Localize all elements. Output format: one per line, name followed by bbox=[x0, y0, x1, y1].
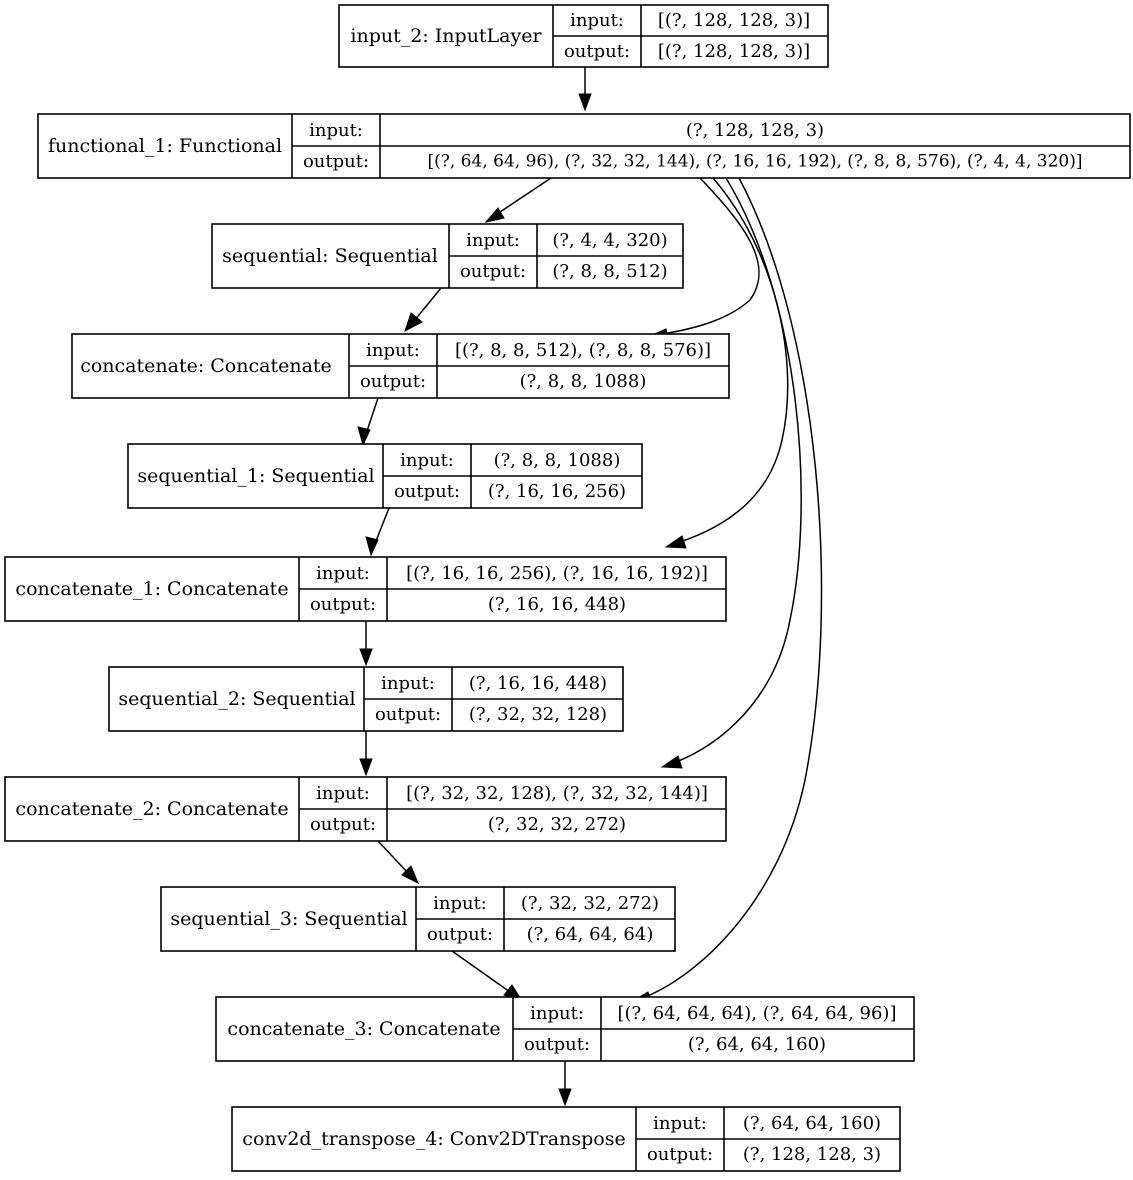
node-input-key: input: bbox=[381, 673, 435, 694]
node-input-shape: (?, 16, 16, 448) bbox=[469, 673, 607, 694]
node-output-key: output: bbox=[310, 814, 376, 835]
node-input-shape: [(?, 32, 32, 128), (?, 32, 32, 144)] bbox=[406, 783, 708, 804]
edge-concatenate_2-sequential_3 bbox=[377, 840, 419, 885]
node-output-key: output: bbox=[375, 704, 441, 725]
edge-functional_1-sequential bbox=[484, 177, 552, 223]
node-label: concatenate: Concatenate bbox=[80, 355, 332, 377]
node-input-key: input: bbox=[366, 340, 420, 361]
node-input-shape: (?, 128, 128, 3) bbox=[686, 120, 824, 141]
node-output-key: output: bbox=[564, 41, 630, 62]
node-label: sequential: Sequential bbox=[222, 245, 438, 267]
node-output-shape: (?, 64, 64, 64) bbox=[527, 924, 654, 945]
node-input-key: input: bbox=[309, 120, 363, 141]
node-input-shape: [(?, 64, 64, 64), (?, 64, 64, 96)] bbox=[618, 1003, 897, 1024]
node-output-shape: (?, 64, 64, 160) bbox=[688, 1034, 826, 1055]
node-input-shape: (?, 4, 4, 320) bbox=[552, 230, 667, 251]
node-output-shape: (?, 16, 16, 448) bbox=[488, 594, 626, 615]
node-input-shape: (?, 8, 8, 1088) bbox=[494, 450, 621, 471]
node-input-key: input: bbox=[570, 10, 624, 31]
node-output-shape: (?, 32, 32, 272) bbox=[488, 814, 626, 835]
node-label: input_2: InputLayer bbox=[350, 25, 542, 47]
node-label: functional_1: Functional bbox=[48, 135, 282, 157]
node-concatenate_3[interactable]: concatenate_3: Concatenate input: output… bbox=[215, 996, 915, 1062]
node-input-key: input: bbox=[466, 230, 520, 251]
node-input-shape: (?, 64, 64, 160) bbox=[743, 1113, 881, 1134]
node-label: concatenate_1: Concatenate bbox=[15, 578, 288, 600]
node-conv2d_transpose_4[interactable]: conv2d_transpose_4: Conv2DTranspose inpu… bbox=[231, 1106, 901, 1172]
node-input-shape: [(?, 128, 128, 3)] bbox=[658, 10, 810, 31]
edge-functional_1-concatenate_2 bbox=[660, 177, 802, 769]
node-functional_1[interactable]: functional_1: Functional input: output: … bbox=[37, 113, 1131, 179]
node-sequential[interactable]: sequential: Sequential input: output: (?… bbox=[211, 223, 684, 289]
node-input-key: input: bbox=[433, 893, 487, 914]
edge-sequential_1-concatenate_1 bbox=[365, 507, 390, 557]
node-sequential_3[interactable]: sequential_3: Sequential input: output: … bbox=[160, 886, 676, 952]
node-output-key: output: bbox=[394, 481, 460, 502]
node-output-shape: (?, 8, 8, 1088) bbox=[520, 371, 647, 392]
node-output-shape: (?, 8, 8, 512) bbox=[552, 261, 667, 282]
node-label: conv2d_transpose_4: Conv2DTranspose bbox=[242, 1128, 625, 1150]
edge-sequential-concatenate bbox=[404, 287, 442, 333]
node-output-key: output: bbox=[427, 924, 493, 945]
node-output-shape: (?, 128, 128, 3) bbox=[743, 1144, 881, 1165]
node-output-shape: (?, 16, 16, 256) bbox=[488, 481, 626, 502]
node-input-key: input: bbox=[653, 1113, 707, 1134]
node-output-key: output: bbox=[310, 594, 376, 615]
node-output-key: output: bbox=[524, 1034, 590, 1055]
node-output-key: output: bbox=[460, 261, 526, 282]
edge-sequential_2-concatenate_2 bbox=[359, 731, 373, 777]
edge-sequential_3-concatenate_3 bbox=[451, 950, 524, 1002]
node-input_2[interactable]: input_2: InputLayer input: output: [(?, … bbox=[338, 4, 829, 68]
node-output-key: output: bbox=[303, 151, 369, 172]
node-concatenate[interactable]: concatenate: Concatenate input: output: … bbox=[71, 333, 730, 399]
node-output-shape: [(?, 128, 128, 3)] bbox=[658, 41, 810, 62]
node-label: sequential_1: Sequential bbox=[137, 465, 374, 487]
node-concatenate_2[interactable]: concatenate_2: Concatenate input: output… bbox=[4, 776, 727, 842]
node-output-shape: (?, 32, 32, 128) bbox=[469, 704, 607, 725]
node-output-key: output: bbox=[647, 1144, 713, 1165]
edge-input_2-functional_1 bbox=[578, 67, 592, 112]
node-output-key: output: bbox=[360, 371, 426, 392]
node-label: concatenate_3: Concatenate bbox=[227, 1018, 500, 1040]
node-sequential_2[interactable]: sequential_2: Sequential input: output: … bbox=[108, 666, 624, 732]
edge-concatenate-sequential_1 bbox=[357, 397, 379, 447]
node-output-shape: [(?, 64, 64, 96), (?, 32, 32, 144), (?, … bbox=[428, 152, 1083, 172]
node-sequential_1[interactable]: sequential_1: Sequential input: output: … bbox=[127, 443, 643, 509]
node-label: concatenate_2: Concatenate bbox=[15, 798, 288, 820]
node-concatenate_1[interactable]: concatenate_1: Concatenate input: output… bbox=[4, 556, 727, 622]
edge-concatenate_1-sequential_2 bbox=[359, 621, 373, 667]
node-input-shape: (?, 32, 32, 272) bbox=[521, 893, 659, 914]
node-input-key: input: bbox=[316, 783, 370, 804]
node-input-shape: [(?, 8, 8, 512), (?, 8, 8, 576)] bbox=[455, 340, 711, 361]
node-input-shape: [(?, 16, 16, 256), (?, 16, 16, 192)] bbox=[406, 563, 708, 584]
edge-functional_1-concatenate_1 bbox=[664, 177, 789, 549]
node-label: sequential_3: Sequential bbox=[170, 908, 407, 930]
node-input-key: input: bbox=[316, 563, 370, 584]
edge-concatenate_3-conv2d_transpose_4 bbox=[558, 1061, 572, 1107]
node-label: sequential_2: Sequential bbox=[118, 688, 355, 710]
node-input-key: input: bbox=[530, 1003, 584, 1024]
node-input-key: input: bbox=[400, 450, 454, 471]
